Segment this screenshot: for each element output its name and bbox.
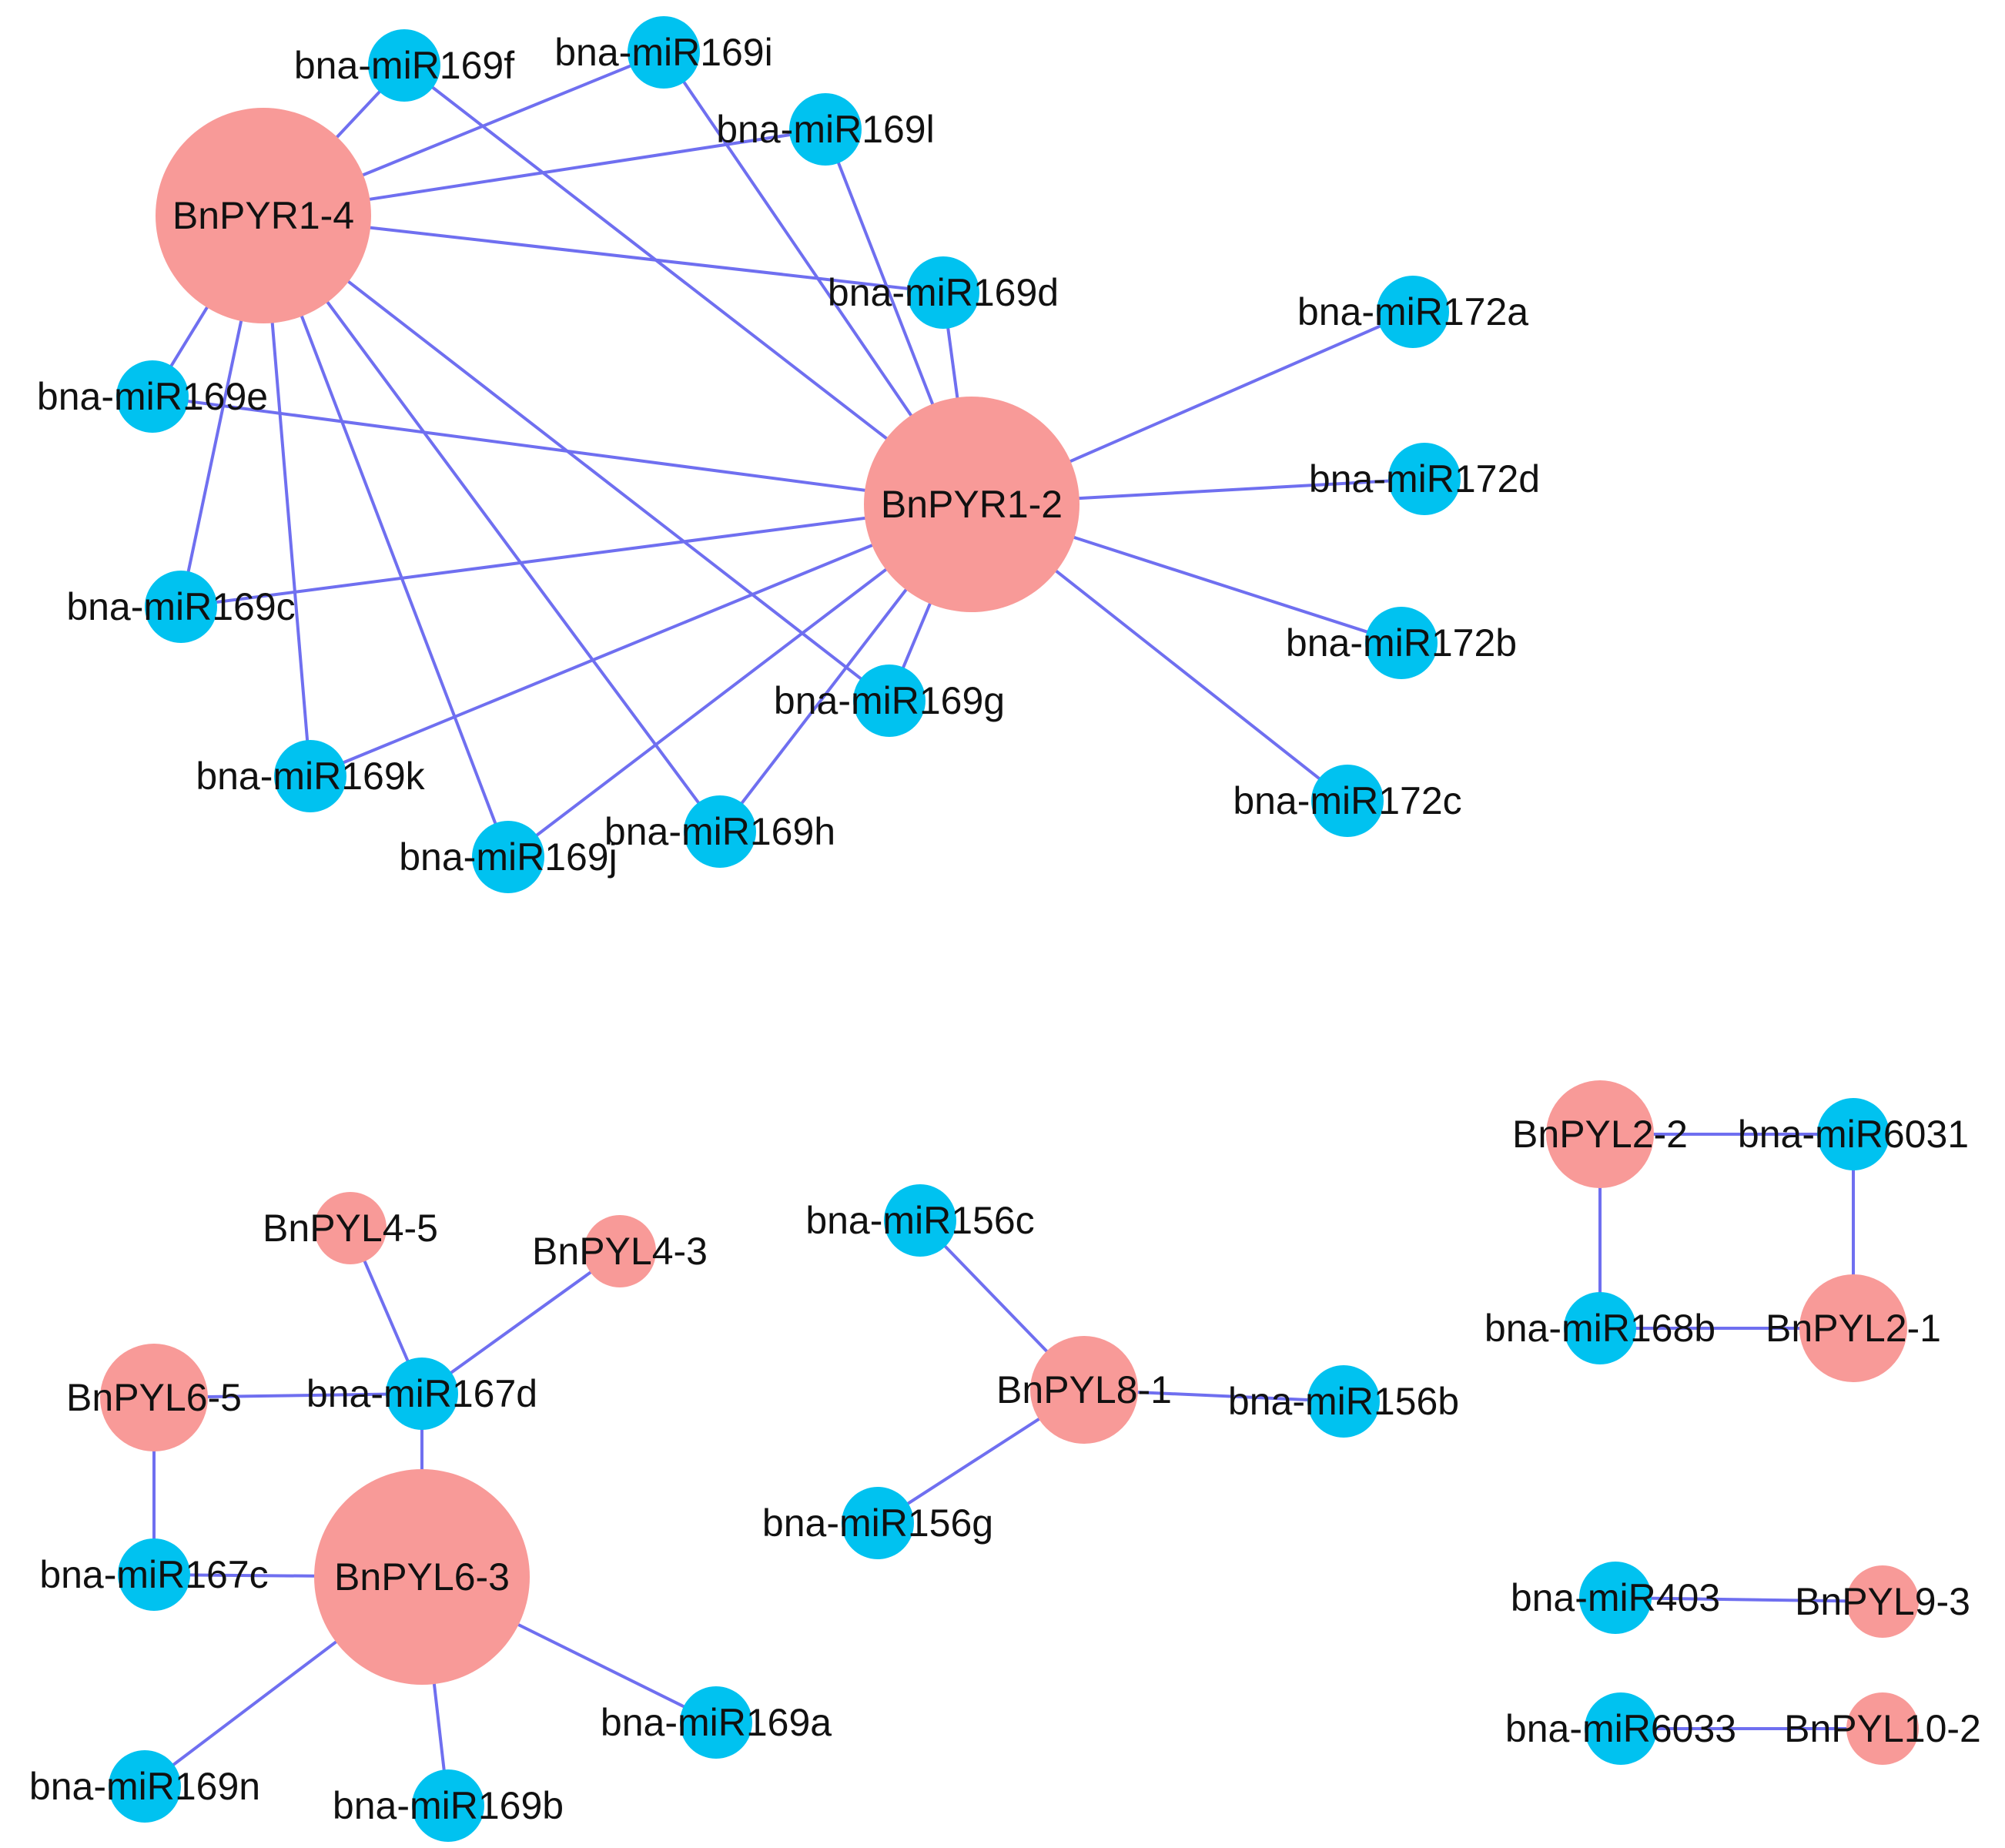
node-bnpyl9-3	[1846, 1565, 1919, 1638]
node-bnpyl2-2	[1546, 1080, 1654, 1188]
edge-bnpyr1-2-mir169f	[403, 64, 973, 506]
edge-bnpyr1-4-mir169g	[262, 214, 891, 702]
node-mir172d	[1388, 443, 1461, 515]
node-label-mir169f: bna-miR169f	[294, 44, 514, 87]
node-mir169i	[628, 16, 700, 89]
node-bnpyl6-3	[314, 1469, 530, 1685]
node-mir156b	[1307, 1365, 1380, 1438]
edge-bnpyr1-4-mir169d	[263, 214, 944, 294]
node-bnpyr1-2	[864, 397, 1079, 612]
node-label-mir167c: bna-miR167c	[39, 1553, 268, 1596]
node-mir168b	[1564, 1292, 1636, 1364]
edge-bnpyr1-2-mir169k	[310, 503, 972, 778]
node-mir169f	[368, 29, 440, 102]
node-mir156c	[884, 1184, 956, 1257]
node-bnpyl4-3	[584, 1215, 656, 1287]
node-label-mir169d: bna-miR169d	[828, 271, 1059, 314]
node-label-bnpyl6-3: BnPYL6-3	[334, 1555, 510, 1599]
node-mir169a	[680, 1686, 752, 1759]
node-mir169h	[684, 795, 756, 868]
node-label-bnpyl6-5: BnPYL6-5	[66, 1376, 242, 1419]
node-label-bnpyl8-1: BnPYL8-1	[996, 1368, 1172, 1411]
node-mir403	[1579, 1562, 1652, 1634]
node-label-bnpyl4-3: BnPYL4-3	[532, 1230, 708, 1273]
node-mir169c	[145, 571, 217, 643]
node-label-mir169i: bna-miR169i	[554, 31, 772, 74]
node-mir6033	[1585, 1692, 1657, 1765]
node-label-mir167d: bna-miR167d	[306, 1372, 537, 1415]
node-label-mir156g: bna-miR156g	[762, 1502, 993, 1545]
edge-mir403-bnpyl9-3	[1615, 1596, 1883, 1603]
node-label-mir169k: bna-miR169k	[196, 755, 425, 798]
node-mir172b	[1365, 607, 1438, 679]
node-mir172a	[1377, 276, 1449, 348]
node-mir169k	[274, 740, 346, 812]
node-label-mir169c: bna-miR169c	[66, 585, 295, 628]
node-bnpyl2-1	[1799, 1274, 1907, 1382]
node-mir169e	[116, 360, 189, 433]
node-label-mir156c: bna-miR156c	[805, 1199, 1034, 1242]
node-label-mir169j: bna-miR169j	[399, 835, 617, 879]
edge-bnpyl4-3-mir167d	[420, 1250, 621, 1395]
node-label-mir169l: bna-miR169l	[716, 108, 934, 151]
node-label-mir169a: bna-miR169a	[601, 1701, 832, 1744]
node-mir169n	[109, 1750, 181, 1823]
node-label-mir156b: bna-miR156b	[1228, 1380, 1459, 1423]
edge-bnpyr1-4-mir169h	[262, 214, 721, 833]
edge-bnpyr1-2-mir169e	[152, 395, 972, 506]
node-mir156g	[842, 1487, 914, 1559]
edge-bnpyr1-4-mir169j	[262, 215, 510, 858]
node-label-bnpyr1-2: BnPYR1-2	[881, 483, 1063, 526]
node-label-mir6031: bna-miR6031	[1738, 1113, 1969, 1156]
node-bnpyl10-2	[1846, 1692, 1919, 1765]
node-mir169l	[789, 93, 862, 166]
node-bnpyl8-1	[1030, 1336, 1138, 1444]
node-mir169d	[907, 256, 979, 329]
node-layer	[100, 16, 1919, 1842]
node-mir169g	[853, 665, 926, 737]
node-label-mir169h: bna-miR169h	[604, 810, 835, 853]
node-bnpyl6-5	[100, 1344, 208, 1451]
node-label-mir172a: bna-miR172a	[1297, 290, 1528, 333]
node-bnpyl4-5	[314, 1192, 387, 1264]
node-label-mir6033: bna-miR6033	[1505, 1707, 1736, 1750]
node-label-bnpyl4-5: BnPYL4-5	[263, 1207, 438, 1250]
node-label-mir172d: bna-miR172d	[1309, 457, 1540, 500]
node-label-bnpyl9-3: BnPYL9-3	[1795, 1580, 1970, 1623]
node-label-mir168b: bna-miR168b	[1485, 1307, 1715, 1350]
edge-bnpyr1-2-mir169c	[180, 503, 972, 608]
node-label-mir169n: bna-miR169n	[29, 1765, 260, 1808]
node-label-bnpyl10-2: BnPYL10-2	[1784, 1707, 1981, 1750]
node-label-mir172c: bna-miR172c	[1233, 779, 1461, 822]
node-label-mir169g: bna-miR169g	[774, 679, 1005, 722]
node-label-mir169b: bna-miR169b	[333, 1784, 564, 1827]
node-mir169j	[472, 821, 544, 893]
node-label-bnpyl2-2: BnPYL2-2	[1512, 1113, 1688, 1156]
node-mir167c	[118, 1538, 190, 1611]
node-mir172c	[1311, 765, 1384, 837]
node-label-mir172b: bna-miR172b	[1286, 621, 1517, 665]
node-label-bnpyr1-4: BnPYR1-4	[172, 194, 354, 237]
node-mir169b	[412, 1769, 484, 1842]
node-mir6031	[1817, 1098, 1890, 1170]
node-label-bnpyl2-1: BnPYL2-1	[1766, 1307, 1941, 1350]
node-label-mir169e: bna-miR169e	[37, 375, 268, 418]
node-bnpyr1-4	[156, 108, 371, 323]
node-label-mir403: bna-miR403	[1511, 1576, 1720, 1619]
node-mir167d	[386, 1358, 458, 1430]
